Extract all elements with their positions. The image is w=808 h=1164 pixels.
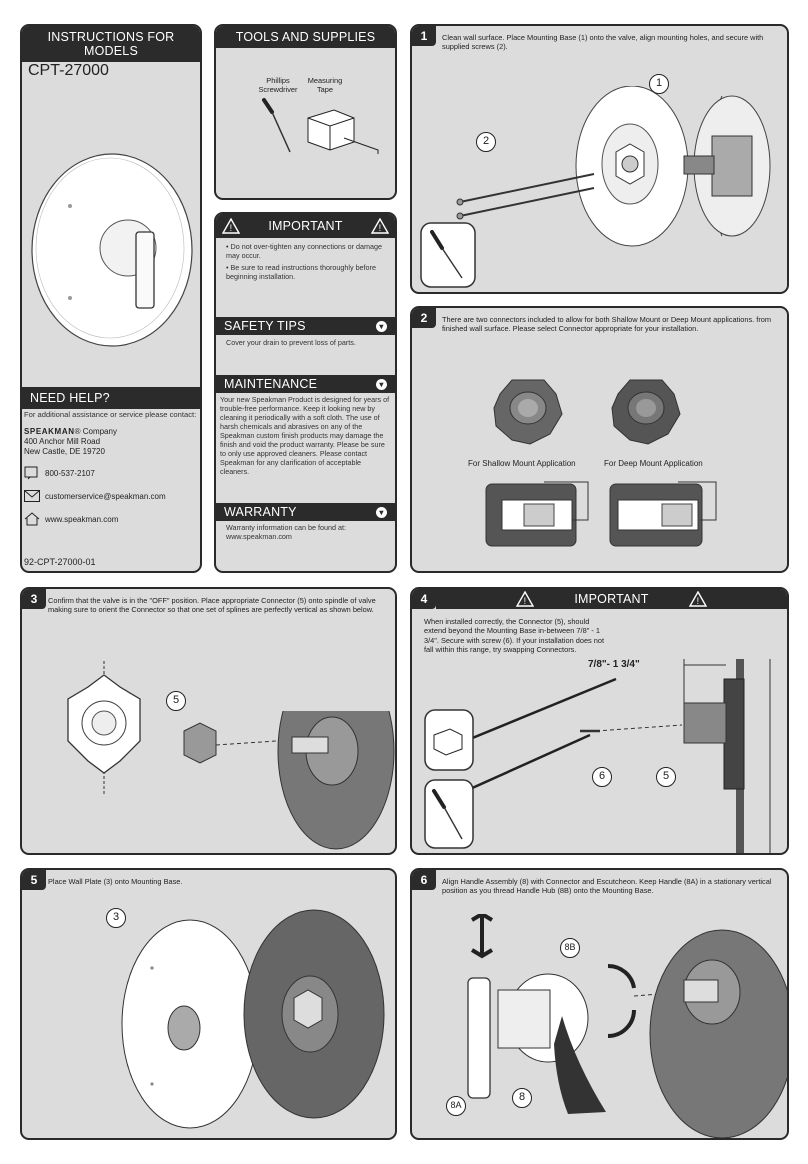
deep-cross-section (609, 481, 717, 547)
svg-text:!: ! (524, 596, 527, 606)
important-title: IMPORTANT (268, 219, 343, 233)
warning-icon: ! (370, 218, 389, 234)
warning-icon: ! (516, 591, 535, 607)
step-4-text: When installed correctly, the Connector … (424, 617, 605, 655)
tool-tape-label: Measuring Tape (307, 76, 343, 94)
tape-measure-icon (307, 109, 379, 154)
email-icon (24, 490, 40, 502)
callout-1: 1 (649, 74, 669, 94)
screwdriver-inset (424, 779, 474, 849)
safety-title: SAFETY TIPS (224, 319, 306, 333)
brand-name: SPEAKMAN (24, 427, 75, 436)
step-4-panel: 4 ! IMPORTANT ! When installed correctly… (410, 587, 789, 855)
step-number: 5 (22, 870, 46, 890)
wall-plate-illustration (121, 909, 385, 1129)
address-line-1: 400 Anchor Mill Road (24, 437, 101, 446)
shallow-cross-section (485, 481, 589, 547)
svg-text:!: ! (379, 223, 382, 233)
address-line-2: New Castle, DE 19720 (24, 447, 105, 456)
warning-icon: ! (688, 591, 707, 607)
warranty-header: WARRANTY ▾ (216, 503, 395, 521)
maintenance-text: Your new Speakman Product is designed fo… (220, 395, 390, 476)
callout-8a: 8A (446, 1096, 466, 1116)
warranty-text: Warranty information can be found at: ww… (226, 523, 346, 541)
step-number: 6 (412, 870, 436, 890)
step-3-text: Confirm that the valve is in the "OFF" p… (48, 596, 376, 615)
tape-inset (424, 709, 474, 771)
step-3-panel: 3 Confirm that the valve is in the "OFF"… (20, 587, 397, 855)
home-icon (24, 512, 40, 526)
chevron-down-icon[interactable]: ▾ (376, 320, 387, 332)
tool-screwdriver-label: Phillips Screwdriver (258, 76, 298, 94)
maintenance-header: MAINTENANCE ▾ (216, 375, 395, 393)
important-bullets: • Do not over-tighten any connections or… (226, 242, 386, 284)
svg-text:!: ! (696, 596, 699, 606)
need-help-header: NEED HELP? (22, 387, 200, 409)
deep-label: For Deep Mount Application (604, 459, 703, 468)
connector-extension-diagram (470, 659, 771, 853)
callout-5: 5 (656, 767, 676, 787)
tools-header: TOOLS AND SUPPLIES (216, 26, 395, 48)
step-4-title: IMPORTANT (574, 592, 649, 606)
safety-header: SAFETY TIPS ▾ (216, 317, 395, 335)
safety-text: Cover your drain to prevent loss of part… (226, 338, 356, 347)
mounting-base-illustration (575, 86, 771, 247)
chevron-down-icon[interactable]: ▾ (376, 378, 387, 390)
important-bullet-1: • Do not over-tighten any connections or… (226, 242, 382, 260)
callout-8b: 8B (560, 938, 580, 958)
handle-assembly-illustration (467, 914, 787, 1138)
email-row: customerservice@speakman.com (24, 490, 166, 502)
models-panel: INSTRUCTIONS FOR MODELS CPT-27000 NEED H… (20, 24, 202, 573)
help-text: For additional assistance or service ple… (24, 410, 197, 419)
screwdriver-icon (262, 98, 291, 153)
step-number: 2 (412, 308, 436, 328)
phone-icon (24, 466, 38, 480)
step-6-text: Align Handle Assembly (8) with Connector… (442, 877, 772, 896)
doc-number: 92-CPT-27000-01 (24, 557, 96, 567)
step-6-panel: 6 Align Handle Assembly (8) with Connect… (410, 868, 789, 1140)
brand-suffix: ® Company (74, 427, 117, 436)
connector-onto-spindle (183, 711, 395, 850)
warning-icon: ! (222, 218, 240, 234)
phone-row: 800-537-2107 (24, 466, 95, 480)
chevron-down-icon[interactable]: ▾ (376, 506, 387, 518)
svg-text:!: ! (230, 223, 233, 233)
screws-illustration (456, 173, 595, 220)
deep-connector-icon (611, 379, 681, 445)
important-bullet-2: • Be sure to read instructions thoroughl… (226, 263, 376, 281)
step-5-text: Place Wall Plate (3) onto Mounting Base. (48, 877, 183, 886)
step-1-text: Clean wall surface. Place Mounting Base … (442, 33, 764, 52)
maintenance-title: MAINTENANCE (224, 377, 318, 391)
screwdriver-inset (420, 222, 476, 288)
important-panel: ! IMPORTANT ! • Do not over-tighten any … (214, 212, 397, 573)
callout-2: 2 (476, 132, 496, 152)
step-number: 1 (412, 26, 436, 46)
model-number: CPT-27000 (28, 62, 109, 79)
step-2-text: There are two connectors included to all… (442, 315, 772, 334)
step-5-panel: 5 Place Wall Plate (3) onto Mounting Bas… (20, 868, 397, 1140)
phone-number[interactable]: 800-537-2107 (45, 468, 95, 478)
step-2-panel: 2 There are two connectors included to a… (410, 306, 789, 573)
warranty-title: WARRANTY (224, 505, 297, 519)
shallow-label: For Shallow Mount Application (468, 459, 576, 468)
shallow-connector-icon (493, 379, 563, 445)
web-row: www.speakman.com (24, 512, 118, 526)
step-number: 3 (22, 589, 46, 609)
step-number: 4 (412, 589, 436, 609)
step-4-header: ! IMPORTANT ! (436, 589, 787, 609)
tools-panel: TOOLS AND SUPPLIES Phillips Screwdriver … (214, 24, 397, 200)
callout-3: 3 (106, 908, 126, 928)
email-address[interactable]: customerservice@speakman.com (45, 491, 166, 501)
callout-6: 6 (592, 767, 612, 787)
callout-8: 8 (512, 1088, 532, 1108)
website[interactable]: www.speakman.com (45, 514, 119, 524)
connector-spline-diagram (67, 661, 141, 795)
faucet-trim-illustration (31, 153, 193, 347)
callout-5: 5 (166, 691, 186, 711)
step-1-panel: 1 Clean wall surface. Place Mounting Bas… (410, 24, 789, 294)
company-block: SPEAKMAN® Company 400 Anchor Mill Road N… (24, 427, 117, 457)
important-header: ! IMPORTANT ! (216, 214, 395, 238)
dimension-label: 7/8"- 1 3/4" (588, 659, 640, 670)
models-header: INSTRUCTIONS FOR MODELS (22, 26, 200, 62)
